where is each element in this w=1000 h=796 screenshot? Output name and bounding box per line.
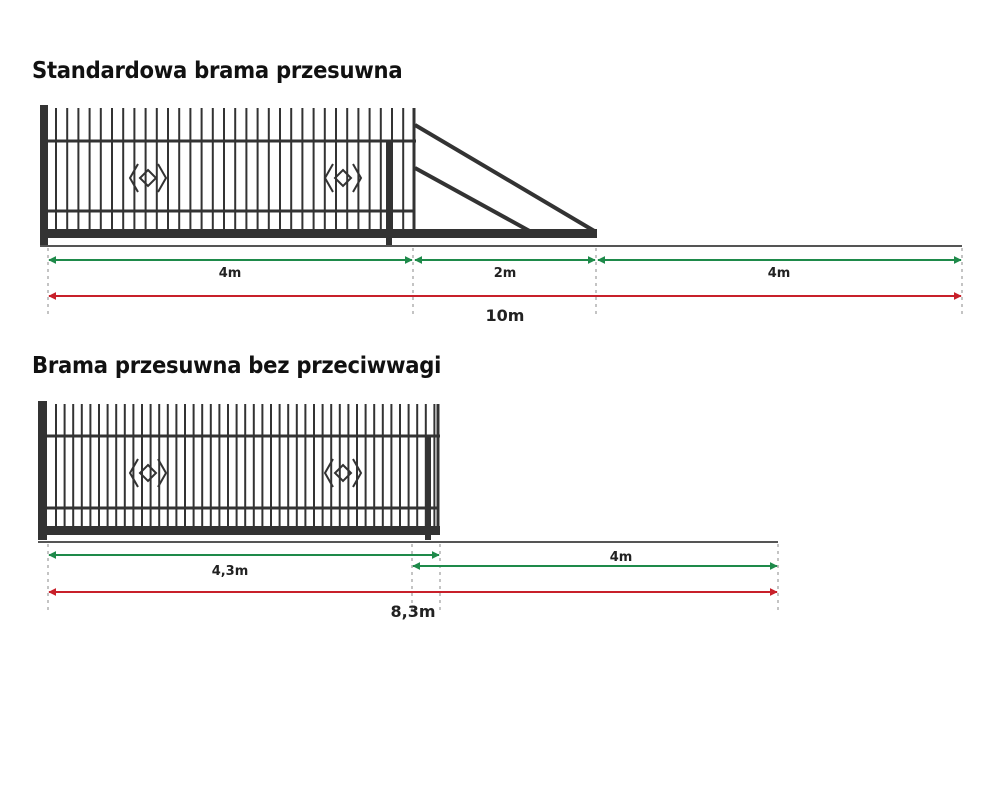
counterweight-brace xyxy=(414,166,536,236)
gate-vertical-post xyxy=(386,141,392,245)
gate-diamond-ornament xyxy=(128,163,168,193)
counterweight-diagonal xyxy=(413,123,598,234)
gate-post xyxy=(40,105,48,245)
cantilever-free-gate-drawing xyxy=(38,401,778,543)
gate-diamond-ornament xyxy=(323,458,363,488)
gate-diamond-ornament xyxy=(128,458,168,488)
gate-bottom-beam xyxy=(38,526,440,535)
gate-vertical-post xyxy=(425,436,431,540)
d1-segment-1-label: 4m xyxy=(219,266,242,281)
dimension-lines xyxy=(47,248,963,612)
d2-segment-1-label: 4,3m xyxy=(212,564,249,579)
standard-gate-drawing xyxy=(40,105,962,247)
gate-diamond-ornament xyxy=(323,163,363,193)
gate-bottom-beam xyxy=(40,229,416,238)
diagram2-title: Brama przesuwna bez przeciwwagi xyxy=(32,353,442,379)
d1-total-label: 10m xyxy=(486,306,525,325)
gate-post xyxy=(38,401,47,540)
counterweight-beam xyxy=(414,229,597,238)
d1-segment-3-label: 4m xyxy=(768,266,791,281)
d2-total-label: 8,3m xyxy=(390,602,435,621)
d1-segment-2-label: 2m xyxy=(494,266,517,281)
d2-segment-2-label: 4m xyxy=(610,550,633,565)
diagram1-title: Standardowa brama przesuwna xyxy=(32,58,403,84)
